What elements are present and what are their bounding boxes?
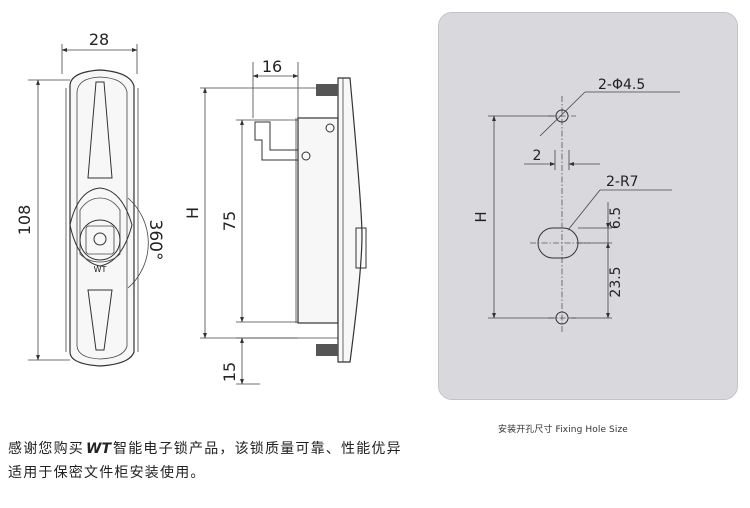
key-cylinder-side — [355, 227, 367, 269]
front-view: 28 108 WT 360° — [15, 30, 165, 367]
hole-leader — [539, 91, 586, 137]
front-height-dim: 108 — [15, 205, 34, 236]
slot-leader — [567, 189, 601, 231]
slot-label: 2-R7 — [606, 174, 639, 190]
lever-top — [87, 81, 113, 179]
side-view: 16 H 75 15 — [183, 57, 367, 385]
lock-hub-inner — [79, 197, 121, 263]
fixing-hole-panel — [438, 12, 738, 400]
lower-dim: 23.5 — [608, 266, 624, 297]
screw-top-icon — [325, 123, 335, 133]
lock-hub — [69, 187, 133, 267]
key-mark: WT — [94, 265, 107, 274]
key-cylinder-face — [85, 225, 115, 255]
front-width-dim: 28 — [89, 30, 109, 49]
side-top-dim: 16 — [262, 57, 282, 76]
latch-cam — [254, 121, 299, 161]
description-line-2: 适用于保密文件柜安装使用。 — [8, 465, 206, 481]
offset-dim: 2 — [533, 148, 542, 164]
side-inner-dim: 75 — [220, 211, 239, 231]
stud-bottom-icon — [316, 344, 338, 356]
handle-inner-edge — [76, 76, 128, 360]
hole-height-label: H — [472, 211, 490, 222]
key-cylinder — [79, 219, 121, 261]
lock-body-box — [297, 117, 339, 324]
technical-drawing: 28 108 WT 360° — [15, 30, 680, 385]
description-part-1: 感谢您购买 — [8, 441, 84, 457]
stud-top-icon — [316, 84, 338, 96]
hole-view: 2-Φ4.5 2 H 2-R7 6.5 — [472, 77, 680, 332]
upper-dim: 6.5 — [608, 207, 624, 229]
front-plate — [337, 77, 363, 363]
description-part-2: 智能电子锁产品，该锁质量可靠、性能优异 — [113, 441, 402, 457]
keyhole-icon — [93, 232, 107, 246]
fixing-hole-caption: 安装开孔尺寸 Fixing Hole Size — [498, 425, 628, 435]
handle-outer-body — [69, 69, 135, 367]
side-bottom-dim: 15 — [220, 362, 239, 382]
drawing-stage: 28 108 WT 360° — [15, 12, 738, 400]
hole-label: 2-Φ4.5 — [598, 77, 645, 93]
lever-bottom — [87, 289, 113, 351]
rotation-arc-icon — [127, 197, 149, 289]
screw-mid-icon — [301, 151, 311, 161]
brand-logo: WT — [86, 441, 111, 457]
rotation-label: 360° — [145, 220, 165, 261]
side-height-label: H — [183, 207, 202, 219]
